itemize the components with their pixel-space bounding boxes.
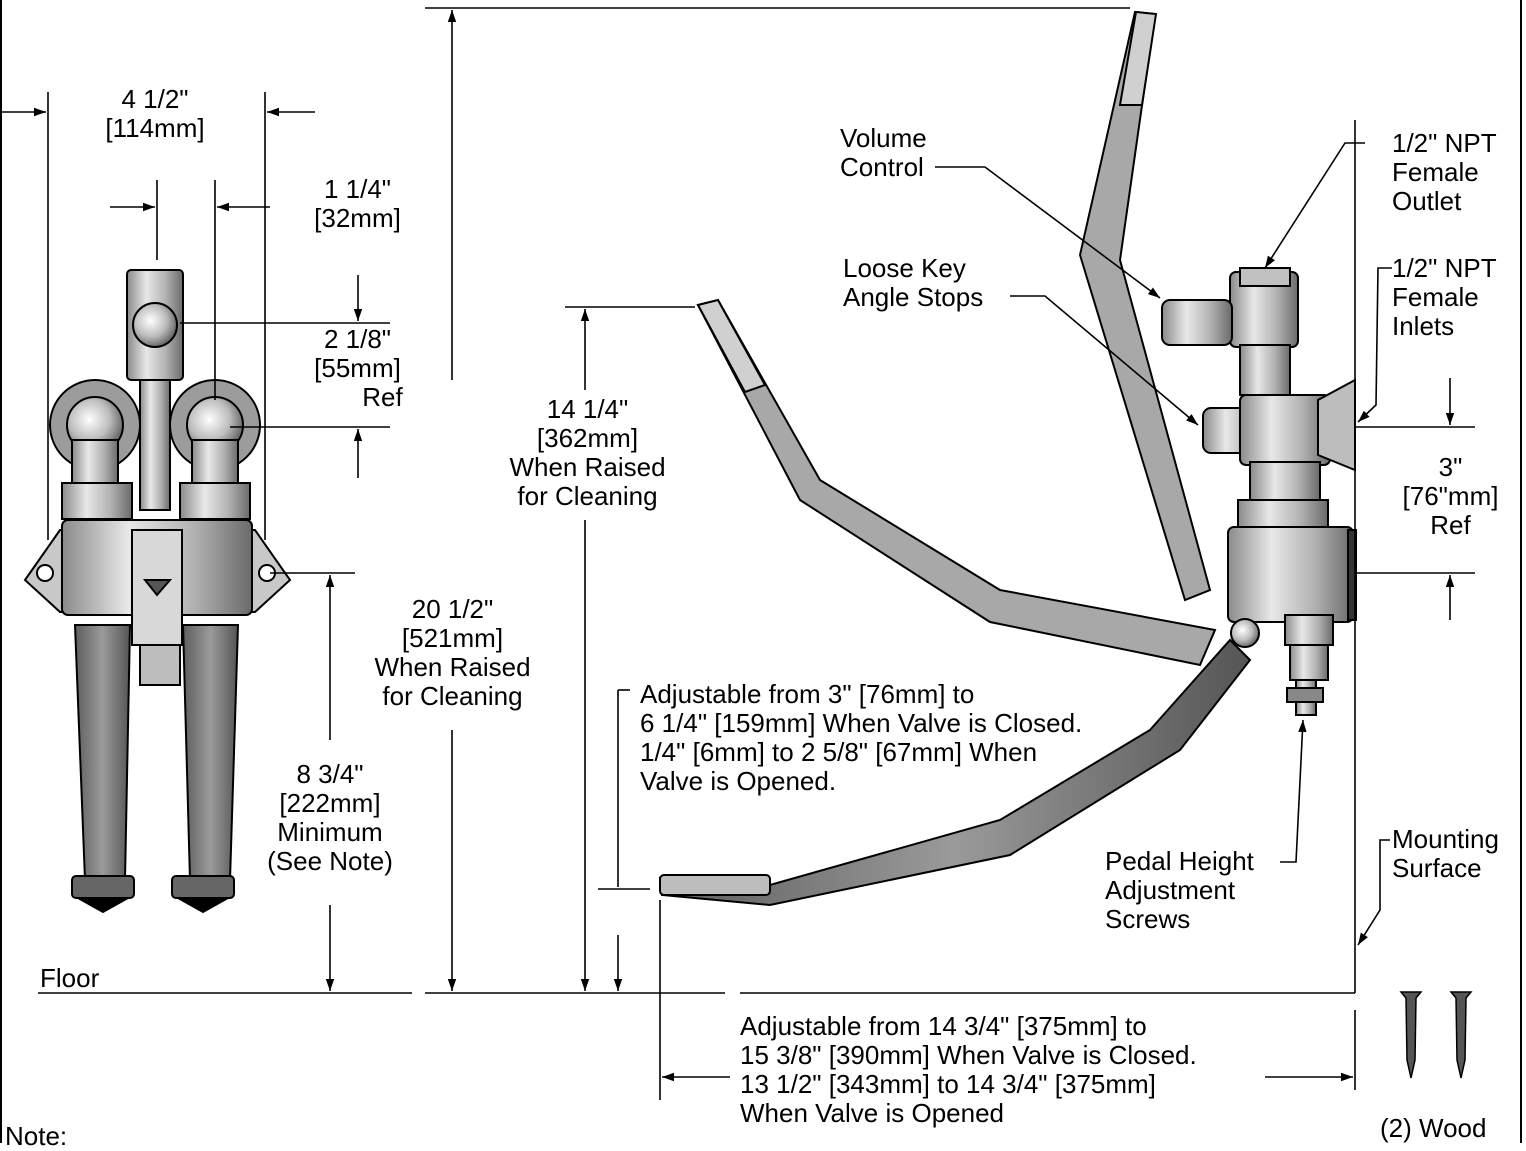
dim-ref3-label: 3" [76"mm] Ref [1383, 453, 1518, 540]
callout-inlets: 1/2" NPT Female Inlets [1392, 254, 1497, 341]
dim-raised-14-label: 14 1/4" [362mm] When Raised for Cleaning [490, 395, 685, 511]
wood-screws-label: (2) Wood [1380, 1113, 1487, 1143]
dim-height-imperial: 2 1/8" [323, 324, 392, 354]
callout-outlet-line3: Outlet [1392, 186, 1462, 216]
dim-min-note1: Minimum [277, 817, 383, 847]
callout-mounting-line2: Surface [1392, 853, 1482, 883]
side-view-valve-body [1161, 267, 1357, 716]
callout-pedal-height-line2: Adjustment [1105, 875, 1236, 905]
dim-spacing-metric: [32mm] [314, 203, 401, 233]
dim-raised-20-note1: When Raised [374, 652, 531, 682]
dim-raised-14-note2: for Cleaning [517, 481, 658, 511]
note-pedal-adjust-line3: 1/4" [6mm] to 2 5/8" [67mm] When [640, 737, 1038, 767]
callout-pedal-height-line3: Screws [1105, 904, 1191, 934]
callout-volume-control: Volume Control [840, 124, 927, 182]
dim-raised-14-imperial: 14 1/4" [546, 394, 629, 424]
callout-pedal-height-line1: Pedal Height [1105, 846, 1254, 876]
dim-min-imperial: 8 3/4" [296, 759, 364, 789]
callout-outlet-line1: 1/2" NPT [1392, 128, 1497, 158]
dimension-lines [0, 7, 1475, 1100]
callout-volume-line2: Control [840, 152, 924, 182]
callout-inlets-line3: Inlets [1392, 311, 1455, 341]
callout-inlets-line1: 1/2" NPT [1392, 253, 1497, 283]
dim-width-label: 4 1/2" [114mm] [90, 85, 220, 143]
wood-screws-icon [1399, 991, 1473, 1079]
dim-raised-20-note2: for Cleaning [382, 681, 523, 711]
side-view-pedals [658, 10, 1252, 907]
callout-loose-key-line1: Loose Key [843, 253, 966, 283]
dim-height-note: Ref [362, 382, 403, 412]
dim-ref3-metric: [76"mm] [1402, 481, 1499, 511]
callout-mounting-line1: Mounting [1392, 824, 1499, 854]
floor-label: Floor [40, 963, 100, 993]
dim-spacing-label: 1 1/4" [32mm] [295, 175, 420, 233]
note-pedal-adjust: Adjustable from 3" [76mm] to 6 1/4" [159… [640, 680, 1082, 796]
dim-height-metric: [55mm] [314, 353, 401, 383]
dim-ref3-note: Ref [1430, 510, 1471, 540]
dim-raised-20-metric: [521mm] [401, 623, 504, 653]
dim-height-label: 2 1/8" [55mm] Ref [295, 325, 420, 412]
dim-raised-14-metric: [362mm] [536, 423, 639, 453]
note-depth-adjust-line3: 13 1/2" [343mm] to 14 3/4" [375mm] [740, 1069, 1156, 1099]
dim-min-note2: (See Note) [267, 846, 393, 876]
callout-pedal-height: Pedal Height Adjustment Screws [1105, 847, 1254, 934]
dim-raised-14-note1: When Raised [509, 452, 666, 482]
note-pedal-adjust-line2: 6 1/4" [159mm] When Valve is Closed. [640, 708, 1083, 738]
note-depth-adjust-line1: Adjustable from 14 3/4" [375mm] to [740, 1011, 1147, 1041]
dim-spacing-imperial: 1 1/4" [323, 174, 392, 204]
dim-ref3-imperial: 3" [1438, 452, 1463, 482]
note-depth-adjust-line2: 15 3/8" [390mm] When Valve is Closed. [740, 1040, 1197, 1070]
note-depth-adjust: Adjustable from 14 3/4" [375mm] to 15 3/… [740, 1012, 1197, 1128]
callout-loose-key: Loose Key Angle Stops [843, 254, 983, 312]
dim-raised-20-imperial: 20 1/2" [411, 594, 494, 624]
callout-outlet: 1/2" NPT Female Outlet [1392, 129, 1497, 216]
callout-loose-key-line2: Angle Stops [843, 282, 984, 312]
callout-outlet-line2: Female [1392, 157, 1479, 187]
note-pedal-adjust-line1: Adjustable from 3" [76mm] to [640, 679, 975, 709]
dim-width-metric: [114mm] [105, 113, 205, 143]
note-pedal-adjust-line4: Valve is Opened. [640, 766, 837, 796]
note-depth-adjust-line4: When Valve is Opened [740, 1098, 1004, 1128]
dim-raised-20-label: 20 1/2" [521mm] When Raised for Cleaning [355, 595, 550, 711]
note-heading: Note: [5, 1121, 68, 1151]
dim-width-imperial: 4 1/2" [121, 84, 189, 114]
callout-mounting-surface: Mounting Surface [1392, 825, 1499, 883]
callout-volume-line1: Volume [840, 123, 927, 153]
dim-min-metric: [222mm] [279, 788, 381, 818]
front-view-valve-assembly [23, 269, 292, 914]
dim-min-label: 8 3/4" [222mm] Minimum (See Note) [255, 760, 405, 876]
callout-inlets-line2: Female [1392, 282, 1479, 312]
leader-lines [935, 142, 1392, 946]
